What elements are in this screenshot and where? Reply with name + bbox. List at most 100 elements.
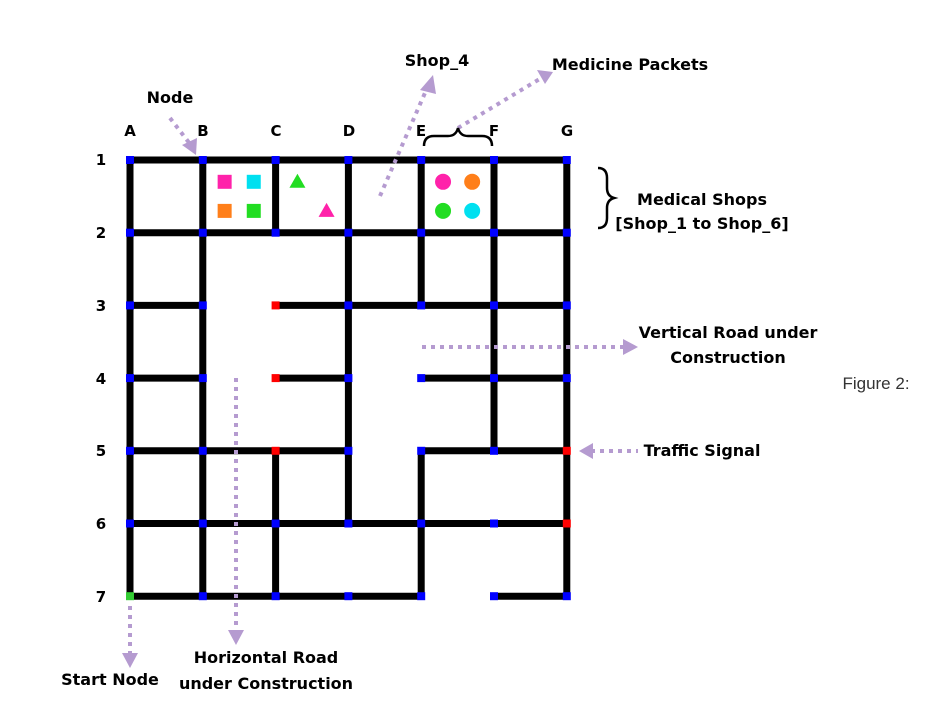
column-label-b: B <box>197 122 208 140</box>
node-e3 <box>417 301 426 310</box>
start-node-label: Start Node <box>61 670 159 689</box>
node-c2 <box>271 228 280 237</box>
node-e2 <box>417 228 426 237</box>
start-node-a7 <box>126 592 134 601</box>
row-label-5: 5 <box>96 442 106 460</box>
row-label-6: 6 <box>96 515 106 533</box>
node-d7 <box>344 592 353 601</box>
column-labels: A B C D E F G <box>124 122 573 140</box>
node-f3 <box>490 301 498 310</box>
traffic-signal-node-g5 <box>562 446 571 455</box>
node-c7 <box>271 592 280 601</box>
node-label: Node <box>147 88 194 107</box>
medicine-packets-arrow-head <box>537 70 553 84</box>
nodes <box>126 156 571 601</box>
column-label-c: C <box>270 122 281 140</box>
cyan-square-item <box>246 174 261 189</box>
node-e6 <box>417 519 426 528</box>
node-f2 <box>490 228 498 237</box>
node-g3 <box>562 301 571 310</box>
horizontal-road-label-line1: Horizontal Road <box>194 648 339 667</box>
node-arrow <box>168 116 192 146</box>
traffic-signal-arrow-head <box>579 443 593 459</box>
node-g1 <box>562 156 571 164</box>
figure-caption: Figure 2: <box>842 374 909 393</box>
start-node-arrow-head <box>122 653 138 668</box>
node-e5 <box>417 446 426 455</box>
node-a4 <box>126 374 134 383</box>
traffic-signal-node-c5 <box>271 446 280 455</box>
column-label-d: D <box>343 122 355 140</box>
row-label-3: 3 <box>96 297 106 315</box>
node-b6 <box>198 519 207 528</box>
annotation-arrows <box>128 75 638 655</box>
node-d6 <box>344 519 353 528</box>
node-d2 <box>344 228 353 237</box>
horizontal-road-label-line2: under Construction <box>179 674 353 693</box>
node-c1 <box>271 156 280 164</box>
shop-4-arrow <box>378 85 430 197</box>
vertical-road-label-line1: Vertical Road under <box>639 323 818 342</box>
node-f7 <box>490 592 498 601</box>
row-label-1: 1 <box>96 151 106 169</box>
node-b5 <box>198 446 207 455</box>
magenta-circle-item <box>435 173 452 190</box>
node-f1 <box>490 156 498 164</box>
magenta-triangle-item <box>318 202 335 217</box>
column-label-e: E <box>416 122 426 140</box>
node-b3 <box>198 301 207 310</box>
vertical-road-label-line2: Construction <box>670 348 786 367</box>
cyan-circle-item <box>464 202 481 219</box>
node-d1 <box>344 156 353 164</box>
node-b4 <box>198 374 207 383</box>
medical-shops-label-line2: [Shop_1 to Shop_6] <box>615 214 788 233</box>
node-b7 <box>198 592 207 601</box>
medicine-packets-brace <box>422 127 494 147</box>
shop-4-arrow-head <box>420 75 436 94</box>
traffic-signal-node-c3 <box>271 301 280 310</box>
column-label-a: A <box>124 122 136 140</box>
node-c6 <box>271 519 280 528</box>
column-label-g: G <box>561 122 573 140</box>
node-a3 <box>126 301 134 310</box>
traffic-signal-label: Traffic Signal <box>644 441 761 460</box>
row-label-2: 2 <box>96 224 106 242</box>
medicine-packets-label: Medicine Packets <box>552 55 708 74</box>
node-d5 <box>344 446 353 455</box>
vertical-road-arrow-head <box>623 339 638 355</box>
medicine-packets-arrow <box>456 75 545 130</box>
shop-items <box>217 173 481 219</box>
node-a5 <box>126 446 134 455</box>
orange-square-item <box>217 203 232 218</box>
green-triangle-item <box>289 173 306 188</box>
node-f6 <box>490 519 498 528</box>
node-g2 <box>562 228 571 237</box>
node-d4 <box>344 374 353 383</box>
shop-4-label: Shop_4 <box>405 51 470 70</box>
node-e1 <box>417 156 426 164</box>
horizontal-road-arrow-head <box>228 630 244 645</box>
row-labels: 1 2 3 4 5 6 7 <box>96 151 106 606</box>
green-circle-item <box>435 202 452 219</box>
medical-shops-label-line1: Medical Shops <box>637 190 767 209</box>
node-f4 <box>490 374 498 383</box>
node-a1 <box>126 156 134 164</box>
node-f5 <box>490 446 498 455</box>
orange-circle-item <box>464 173 481 190</box>
traffic-signal-node-g6 <box>562 519 571 528</box>
traffic-signal-node-c4 <box>271 374 280 383</box>
node-a6 <box>126 519 134 528</box>
magenta-square-item <box>217 174 232 189</box>
node-g4 <box>562 374 571 383</box>
node-b1 <box>198 156 207 164</box>
medical-shops-brace <box>597 166 619 230</box>
column-label-f: F <box>489 122 499 140</box>
row-label-7: 7 <box>96 588 106 606</box>
node-d3 <box>344 301 353 310</box>
green-square-item <box>246 203 261 218</box>
row-label-4: 4 <box>96 370 106 388</box>
node-a2 <box>126 228 134 237</box>
node-e4 <box>417 374 426 383</box>
node-arrow-head <box>182 138 197 155</box>
